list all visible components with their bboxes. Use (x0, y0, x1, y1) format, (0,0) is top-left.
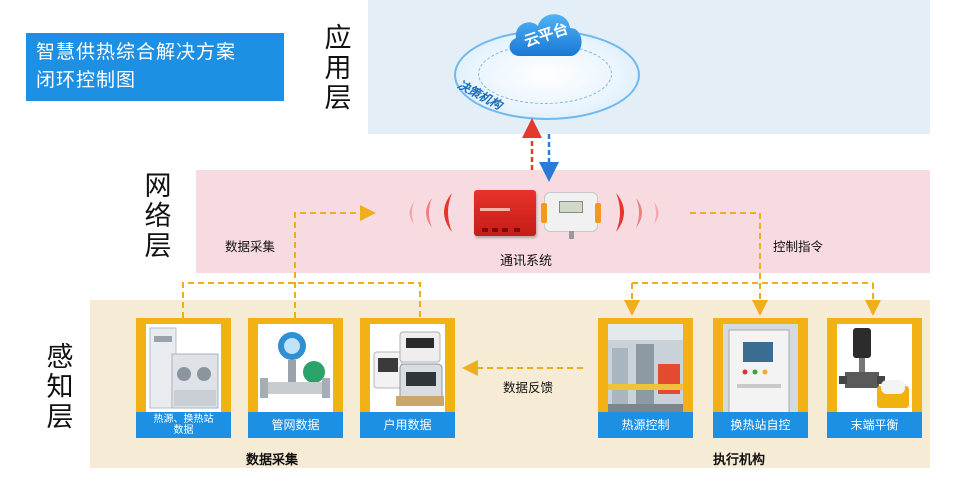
cloud-platform: 云平台 决策机构 (450, 0, 640, 128)
signal-waves-left (409, 193, 452, 232)
data-collection-group-label: 数据采集 (246, 453, 299, 468)
cloud-icon (509, 14, 582, 56)
heat-source-caption: 热源、换热站 数据 (136, 412, 231, 438)
diagram-title: 智慧供热综合解决方案 闭环控制图 (26, 33, 284, 101)
heat-source-image (146, 324, 221, 420)
pipe-network-data-card: 管网数据 (248, 318, 343, 438)
control-command-label: 控制指令 (773, 239, 824, 254)
collect-path (182, 205, 421, 318)
perception-layer-label: 感知层 (46, 342, 74, 433)
station-auto-control-caption: 换热站自控 (713, 412, 808, 438)
network-layer-label: 网络层 (144, 171, 172, 262)
terminal-balance-card: 末端平衡 (827, 318, 922, 438)
wireless-meter-device (541, 192, 601, 239)
heat-source-control-card: 热源控制 (598, 318, 693, 438)
household-data-card: 户用数据 (360, 318, 455, 438)
actuator-group-label: 执行机构 (713, 453, 766, 468)
data-feedback-label: 数据反馈 (503, 380, 554, 395)
boiler-room-image (608, 324, 683, 420)
title-line-2: 闭环控制图 (36, 69, 137, 91)
control-cabinet-image (723, 324, 798, 420)
control-path (624, 212, 881, 316)
flow-meter-image (258, 324, 333, 420)
balance-valve-image (837, 324, 912, 420)
signal-waves-right (616, 193, 659, 232)
gateway-device (474, 190, 536, 236)
comm-system-label: 通讯系统 (500, 254, 553, 269)
household-caption: 户用数据 (360, 412, 455, 438)
pipe-network-caption: 管网数据 (248, 412, 343, 438)
application-layer-label: 应用层 (324, 23, 352, 114)
heat-source-data-card: 热源、换热站 数据 (136, 318, 231, 438)
data-collection-label: 数据采集 (225, 239, 276, 254)
terminal-balance-caption: 末端平衡 (827, 412, 922, 438)
heat-source-control-caption: 热源控制 (598, 412, 693, 438)
household-meter-image (370, 324, 445, 420)
title-line-1: 智慧供热综合解决方案 (36, 41, 237, 63)
station-auto-control-card: 换热站自控 (713, 318, 808, 438)
